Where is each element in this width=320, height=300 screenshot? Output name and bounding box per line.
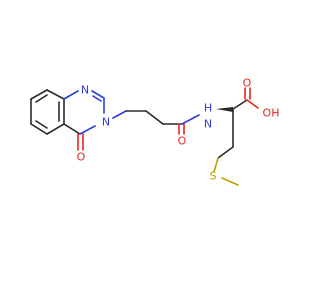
bonds: [30, 87, 259, 186]
atom-n-ring-top: N: [81, 84, 89, 97]
bond: [232, 99, 248, 110]
atom-o-amide: O: [178, 135, 187, 148]
structure-diagram: N N O N H O O OH S: [30, 77, 280, 186]
bond: [217, 146, 234, 159]
bond: [79, 125, 96, 135]
bond: [246, 99, 259, 109]
bond-inner: [35, 120, 48, 129]
atom-o-ketone: O: [77, 151, 86, 164]
bond: [46, 123, 65, 135]
bond: [63, 123, 81, 135]
bond: [30, 123, 48, 135]
bond: [91, 90, 105, 99]
bond: [145, 110, 164, 125]
bond: [221, 177, 239, 186]
bond-inner: [35, 94, 48, 103]
atom-oh-acid: OH: [263, 107, 280, 120]
bond-double: [92, 95, 102, 102]
bond-wedge: [216, 107, 233, 112]
atom-s-thioether: S: [210, 170, 217, 183]
bond: [30, 89, 48, 100]
atom-h-amide: H: [204, 102, 212, 115]
atom-labels: N N O N H O O OH S: [77, 77, 280, 183]
bond: [112, 110, 127, 119]
bond: [181, 114, 200, 125]
bond: [213, 157, 219, 173]
bond: [63, 90, 79, 100]
atom-n-amide: N: [204, 118, 212, 131]
atom-n-ring-bottom: N: [102, 116, 110, 129]
bond: [46, 89, 65, 100]
atom-o-acid-carbonyl: O: [243, 77, 252, 90]
